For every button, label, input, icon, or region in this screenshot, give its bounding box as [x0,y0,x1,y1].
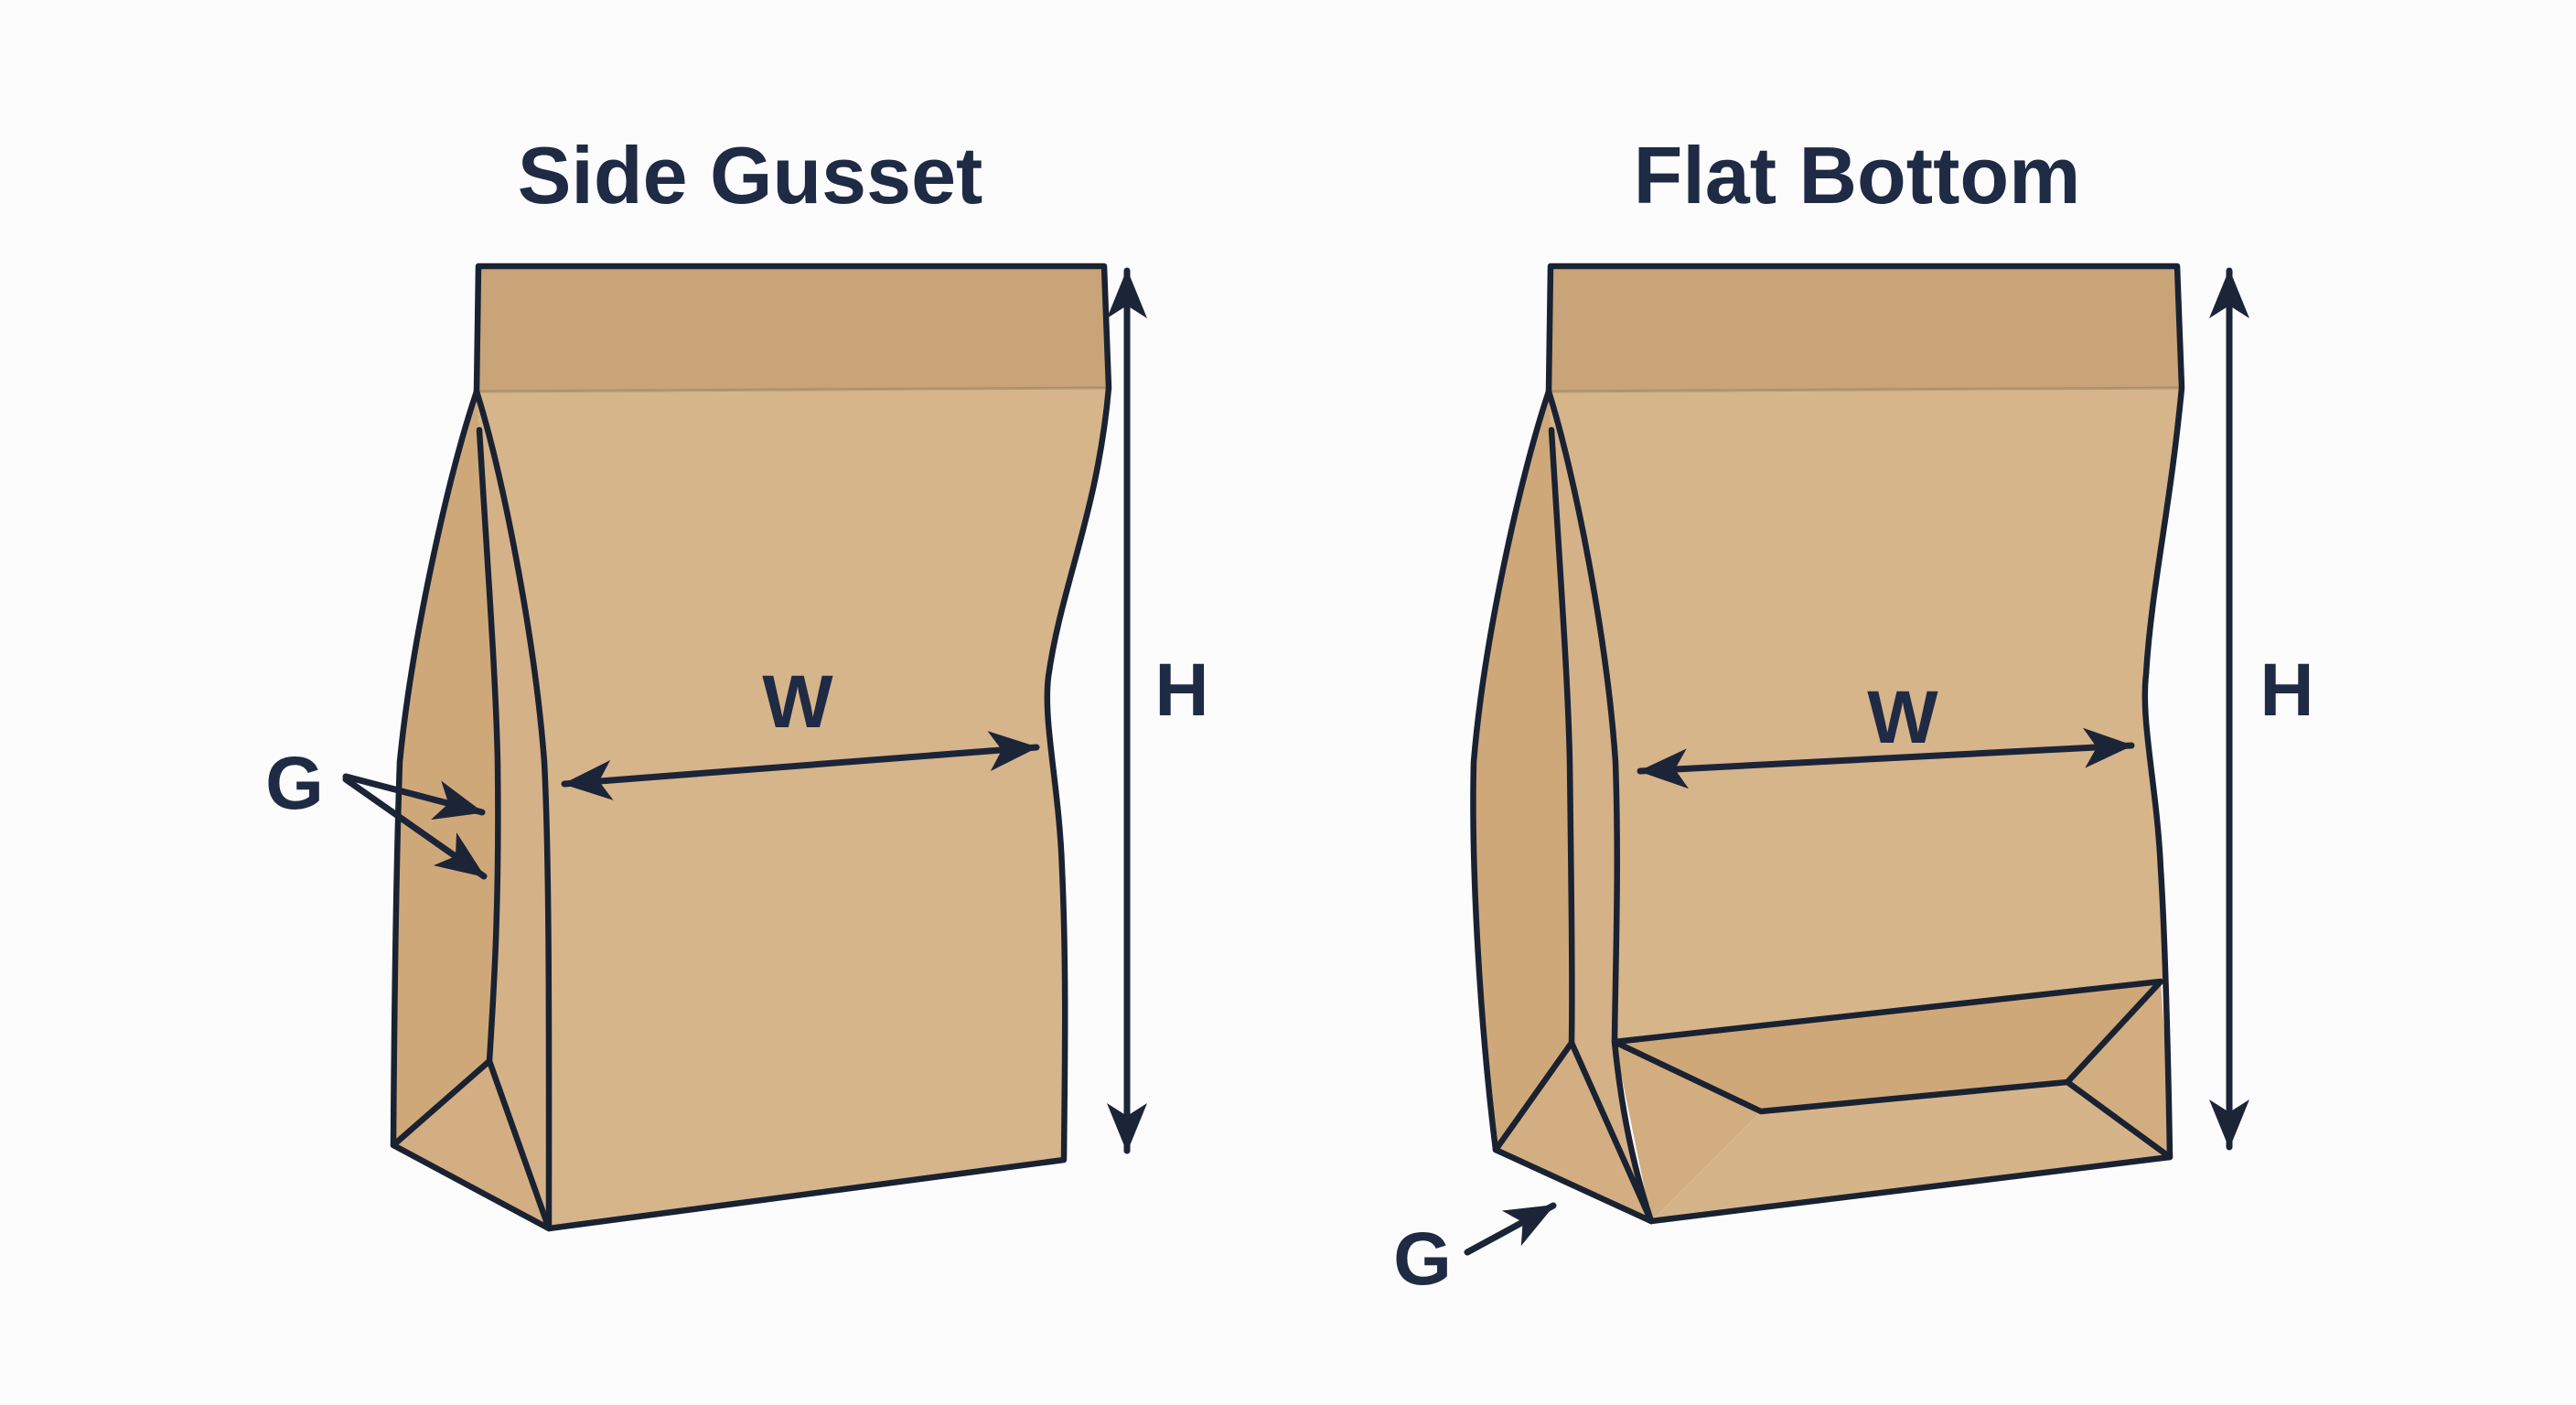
side-gusset-flap-crease-line [477,386,1110,393]
flat-bottom-base-strip [1651,1082,2170,1221]
side-gusset-silhouette [390,263,1112,1232]
flat-bottom-height-label: H [2259,649,2313,732]
side-gusset-bottom-fold-lines [390,1057,553,1232]
flat-bottom-width-label: W [1867,676,1938,759]
side-gusset-front-edge-line [473,388,553,1232]
flat-bottom-flap-crease-line [1549,386,2183,393]
flat-bottom-gusset-arrow [1464,1202,1557,1256]
side-gusset-width-arrow [561,731,1040,800]
flat-bottom-bag: Flat Bottom W H G [1393,130,2314,1301]
flat-bottom-top-flap [1549,266,2182,391]
side-gusset-top-flap [477,266,1109,391]
side-gusset-center-crease-line [476,426,501,1065]
side-gusset-gusset-arrow-upper [342,773,486,820]
side-gusset-width-label: W [762,660,833,744]
flat-bottom-base-fold-lines [1611,978,2174,1161]
flat-bottom-gusset-label: G [1393,1217,1452,1301]
side-gusset-bottom-triangle [393,1061,549,1228]
flat-bottom-title: Flat Bottom [1634,130,2081,220]
flat-bottom-width-arrow [1637,727,2135,789]
flat-bottom-bottom-triangle [1496,1043,1651,1221]
side-gusset-title: Side Gusset [518,130,983,220]
side-gusset-gusset-label: G [265,742,324,825]
flat-bottom-base-right-wedge [2067,981,2170,1157]
side-gusset-panel-outer [393,391,499,1145]
flat-bottom-silhouette [1470,263,2185,1225]
side-gusset-bag: Side Gusset W H G [265,130,1209,1232]
flat-bottom-gusset-panel-outer [1473,391,1572,1150]
flat-bottom-center-crease-line [1548,426,1575,1046]
side-gusset-gusset-arrow-lower [342,776,488,880]
flat-bottom-bottom-fold-lines [1492,1039,1655,1225]
flat-bottom-base-panel [1615,981,2161,1111]
flat-bottom-front-face [1549,388,2182,1042]
flat-bottom-base-left-wedge [1615,1042,1761,1221]
side-gusset-height-label: H [1154,649,1208,732]
side-gusset-front-face [477,388,1109,1228]
flat-bottom-front-edge-line [1545,388,1655,1225]
